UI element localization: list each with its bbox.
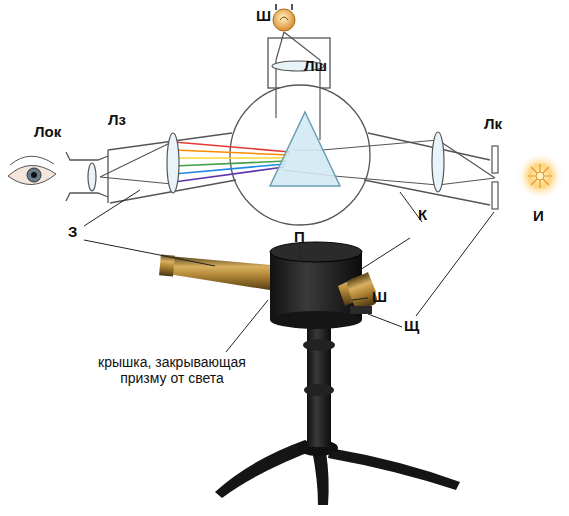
spectrum <box>100 142 290 184</box>
lenses-part <box>167 133 179 193</box>
eye <box>8 156 56 184</box>
leader-lines-part <box>84 190 140 226</box>
instrument-photo-part <box>328 448 460 490</box>
instrument-photo-part <box>312 450 329 505</box>
instrument-photo-part <box>350 306 372 314</box>
leader-lines-part <box>226 300 268 352</box>
light-rays-part <box>322 140 438 185</box>
slit <box>492 146 498 209</box>
light-source-part <box>536 172 544 180</box>
lens-label: Лок <box>34 124 61 141</box>
light-source <box>516 152 564 200</box>
part-letter: З <box>68 224 77 241</box>
instrument-photo-part <box>303 339 335 351</box>
part-letter: Щ <box>404 318 419 335</box>
lamp <box>273 4 295 31</box>
lenses-part <box>88 163 96 191</box>
light-rays-part <box>276 32 320 140</box>
part-letter: Ш <box>372 289 387 306</box>
part-letter: П <box>294 229 305 246</box>
schematic-part <box>230 85 370 225</box>
light-source-part <box>528 164 552 188</box>
lens-label: Лк <box>484 116 502 133</box>
schematic-part <box>107 150 108 203</box>
part-letter: Ш <box>256 8 271 25</box>
eye-part <box>10 156 54 165</box>
spectrum-part <box>100 142 172 184</box>
lens-label: Лз <box>108 112 126 129</box>
slit-part <box>492 182 498 209</box>
schematic-part <box>268 38 330 88</box>
leader-lines-part <box>84 240 215 266</box>
light-source-part <box>516 152 564 200</box>
schematic-part <box>364 133 490 205</box>
instrument-photo-part <box>304 384 334 396</box>
lenses-part <box>432 132 444 192</box>
spectrum-part <box>174 157 287 159</box>
leader-lines-part <box>368 314 402 327</box>
instrument-photo-part <box>168 256 282 292</box>
part-letter: К <box>418 207 427 224</box>
schematic <box>66 38 490 225</box>
slit-part <box>492 146 498 173</box>
light-rays-part <box>438 140 495 185</box>
lenses <box>88 61 444 193</box>
leader-lines-part <box>360 238 410 270</box>
lamp-part <box>273 9 295 31</box>
eye-part <box>31 172 37 178</box>
part-letter: И <box>533 208 544 225</box>
leader-lines-part <box>416 212 494 316</box>
instrument-photo-part <box>270 242 362 262</box>
spectrum-part <box>174 150 289 155</box>
note-text: крышка, закрывающая призму от света <box>92 354 252 386</box>
lamp-part <box>280 17 288 20</box>
instrument-photo-part <box>270 311 362 329</box>
spectrum-part <box>174 167 284 182</box>
leader-lines-part <box>352 298 368 300</box>
leader-lines-part <box>300 246 301 262</box>
prism <box>270 112 340 186</box>
leader-lines <box>84 190 494 352</box>
eye-part <box>27 168 41 182</box>
eye-part <box>8 165 56 184</box>
schematic-part <box>108 133 236 203</box>
lens-label: Лш <box>304 58 327 75</box>
